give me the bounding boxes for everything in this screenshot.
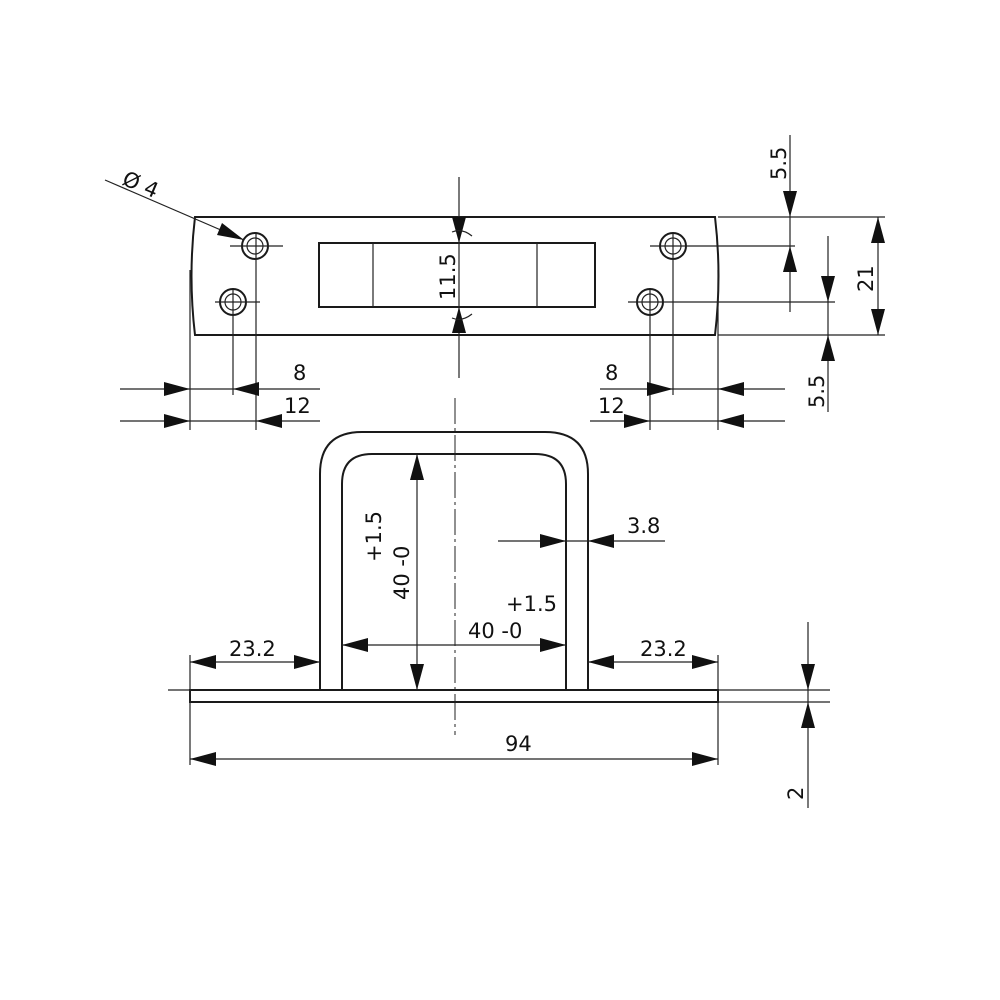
top-slot xyxy=(318,242,596,308)
arrowhead xyxy=(233,382,259,396)
arrowhead xyxy=(410,664,424,690)
overall-length-label: 94 xyxy=(505,732,532,756)
base-plate xyxy=(189,689,719,703)
arrowhead xyxy=(164,414,190,428)
top-offset-label: 5.5 xyxy=(767,147,791,180)
arrowhead xyxy=(588,534,614,548)
arrowhead xyxy=(801,702,815,728)
bridge-outer xyxy=(319,431,589,690)
left-flange-label: 23.2 xyxy=(229,637,276,661)
arrowhead xyxy=(164,382,190,396)
vertical-tolerance-label: +1.5 xyxy=(362,511,386,562)
right-outer-offset-label: 12 xyxy=(598,394,625,418)
wire-thickness-label: 3.8 xyxy=(627,514,660,538)
diameter-arrowhead xyxy=(217,223,244,240)
plate-height-label: 21 xyxy=(854,265,878,292)
arrowhead xyxy=(452,217,466,243)
arrowhead xyxy=(871,309,885,335)
left-outer-offset-label: 12 xyxy=(284,394,311,418)
arrowhead xyxy=(801,664,815,690)
arrowhead xyxy=(190,752,216,766)
horizontal-tolerance-label: +1.5 xyxy=(506,592,557,616)
right-flange-label: 23.2 xyxy=(640,637,687,661)
bridge-inner xyxy=(341,453,567,690)
horizontal-nominal-label: 40 -0 xyxy=(468,619,522,643)
slot-break-mark xyxy=(451,230,473,320)
vertical-nominal-label: 40 -0 xyxy=(390,546,414,600)
arrowhead xyxy=(821,276,835,302)
slot-height-label: 11.5 xyxy=(436,253,460,300)
arrowhead xyxy=(256,414,282,428)
arrowhead xyxy=(871,217,885,243)
arrowhead xyxy=(692,655,718,669)
right-inner-offset-label: 8 xyxy=(605,361,618,385)
arrowhead xyxy=(783,246,797,272)
arrowhead xyxy=(624,414,650,428)
arrowhead xyxy=(692,752,718,766)
bottom-offset-label: 5.5 xyxy=(805,375,829,408)
arrowhead xyxy=(783,191,797,217)
arrowhead xyxy=(588,655,614,669)
arrowhead xyxy=(342,638,368,652)
arrowhead xyxy=(190,655,216,669)
arrowhead xyxy=(718,382,744,396)
arrowhead xyxy=(540,638,566,652)
top-view: Ø 4 8 12 8 12 5.5 xyxy=(104,135,885,430)
arrowhead xyxy=(821,335,835,361)
arrowhead xyxy=(410,454,424,480)
arrowhead xyxy=(647,382,673,396)
plate-thickness-label: 2 xyxy=(784,787,808,800)
arrowhead xyxy=(452,307,466,333)
arrowhead xyxy=(540,534,566,548)
left-inner-offset-label: 8 xyxy=(293,361,306,385)
hole-diameter-label: Ø 4 xyxy=(119,167,162,203)
arrowhead xyxy=(718,414,744,428)
front-view: +1.5 40 -0 3.8 +1.5 40 -0 23.2 23.2 94 xyxy=(168,398,830,808)
arrowhead xyxy=(294,655,320,669)
